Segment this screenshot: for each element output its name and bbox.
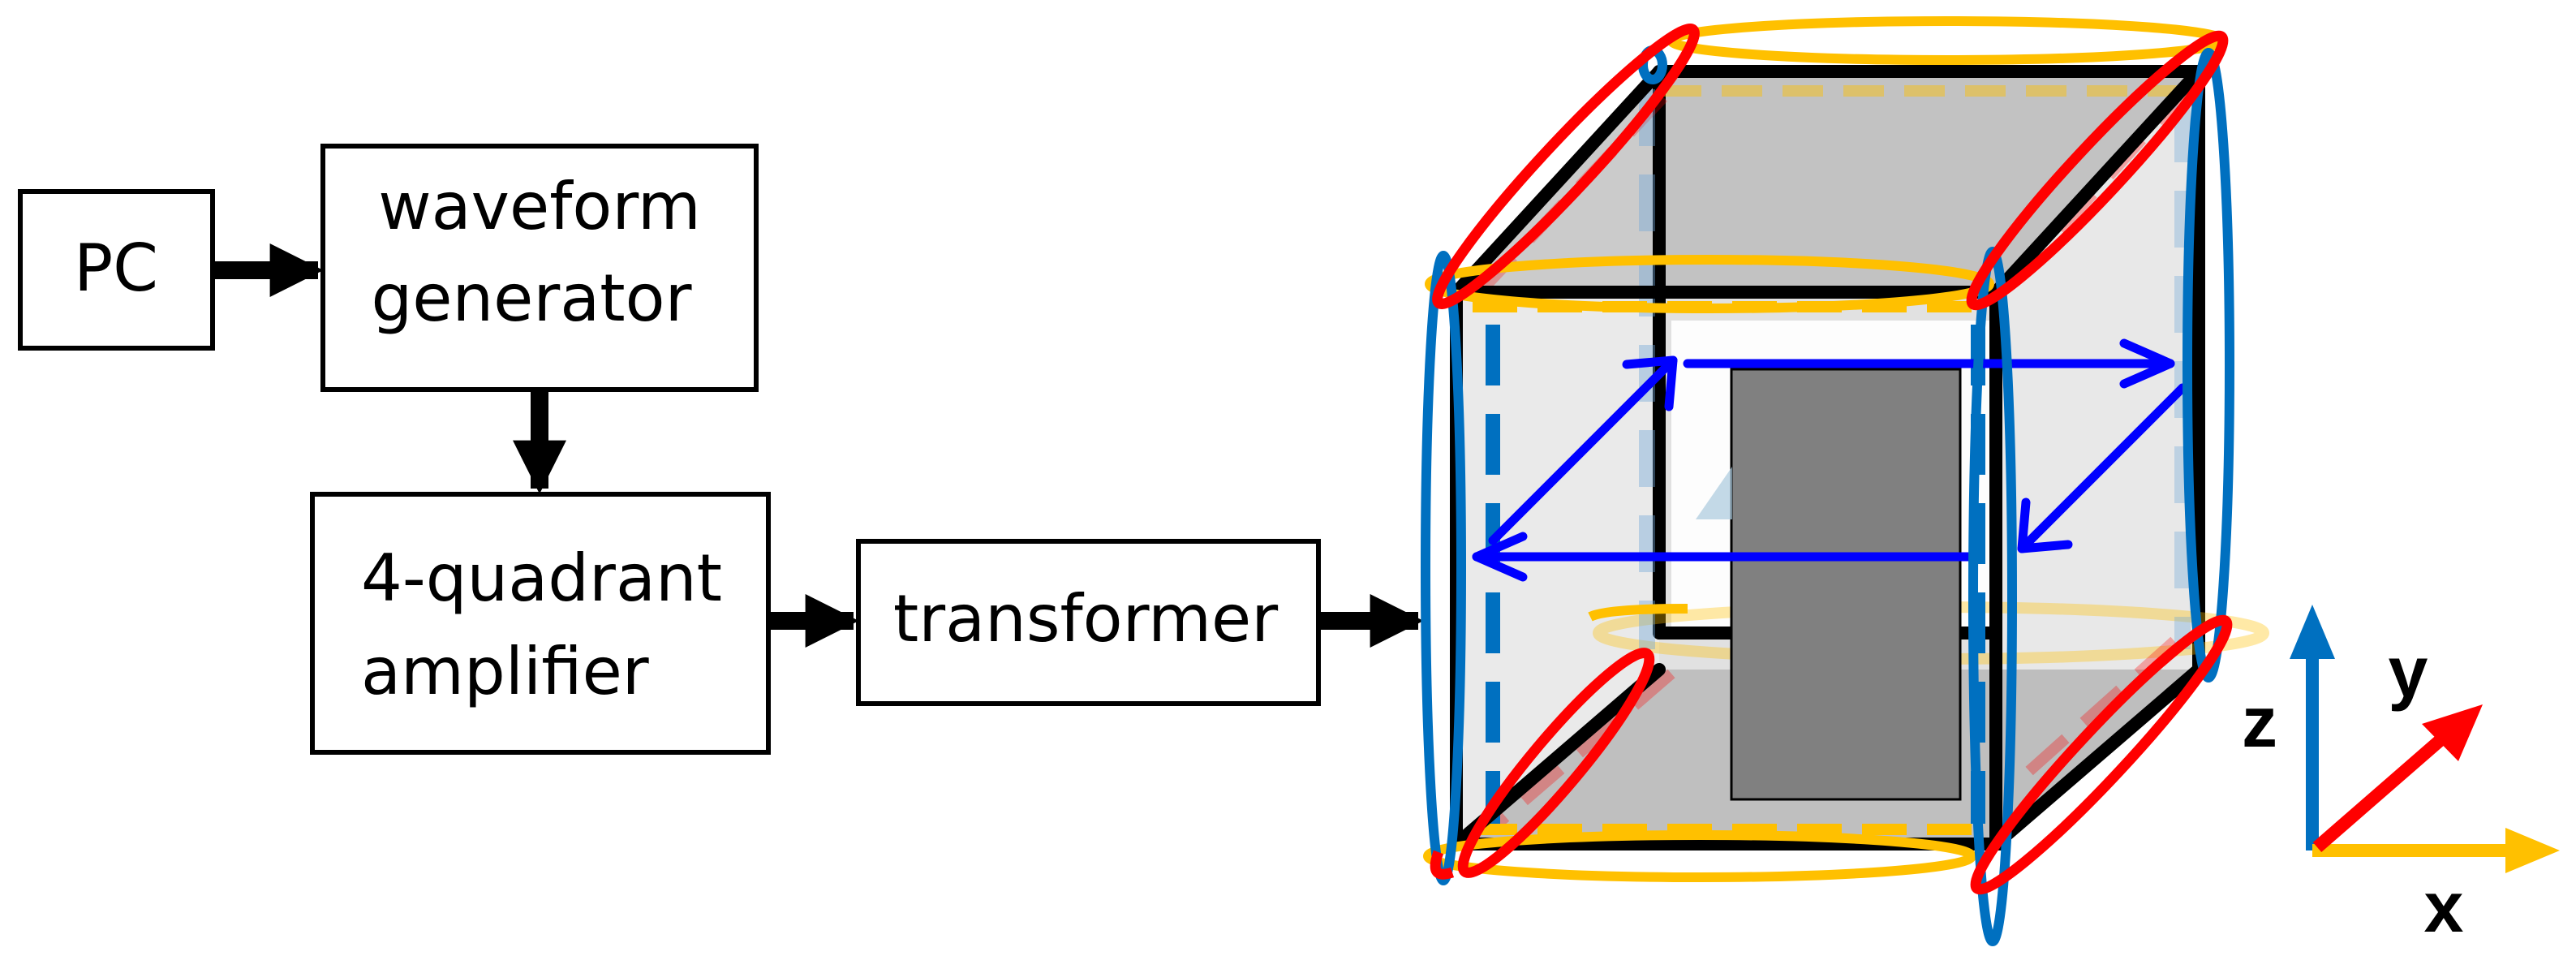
field-arrows	[1472, 338, 2187, 582]
transformer-block: transformer	[856, 539, 1321, 706]
amplifier-block: 4-quadrant amplifier	[310, 492, 771, 755]
z-axis	[2290, 605, 2335, 850]
faint-triangle	[1696, 467, 1732, 519]
field-arrow-1	[1683, 338, 2175, 389]
amplifier-label-line1: 4-quadrant	[361, 540, 722, 616]
cube-back-edges	[1653, 65, 2205, 676]
waveform-label-line1: waveform	[378, 169, 701, 244]
y-axis	[2312, 704, 2483, 853]
coil-cube	[1421, 16, 2269, 946]
z-axis-label: z	[2242, 682, 2277, 762]
x-axis	[2312, 828, 2560, 873]
sample-block	[1730, 368, 1962, 801]
waveform-generator-block: waveform generator	[320, 144, 759, 392]
pc-label: PC	[74, 230, 158, 306]
amplifier-label-line2: amplifier	[361, 634, 649, 709]
axes: z y x	[2242, 605, 2560, 947]
front-coils	[1421, 16, 2234, 946]
cube-right-face	[1996, 71, 2199, 844]
waveform-label-line2: generator	[371, 261, 691, 336]
transformer-label: transformer	[893, 581, 1278, 657]
field-arrow-3	[1472, 532, 1976, 582]
field-arrow-4	[1488, 355, 1678, 545]
x-axis-label: x	[2424, 867, 2464, 947]
pc-block: PC	[18, 189, 215, 351]
block-diagram: PC waveform generator 4-quadrant amplifi…	[18, 144, 1424, 755]
y-axis-label: y	[2389, 631, 2428, 712]
field-arrow-2	[2017, 383, 2187, 553]
